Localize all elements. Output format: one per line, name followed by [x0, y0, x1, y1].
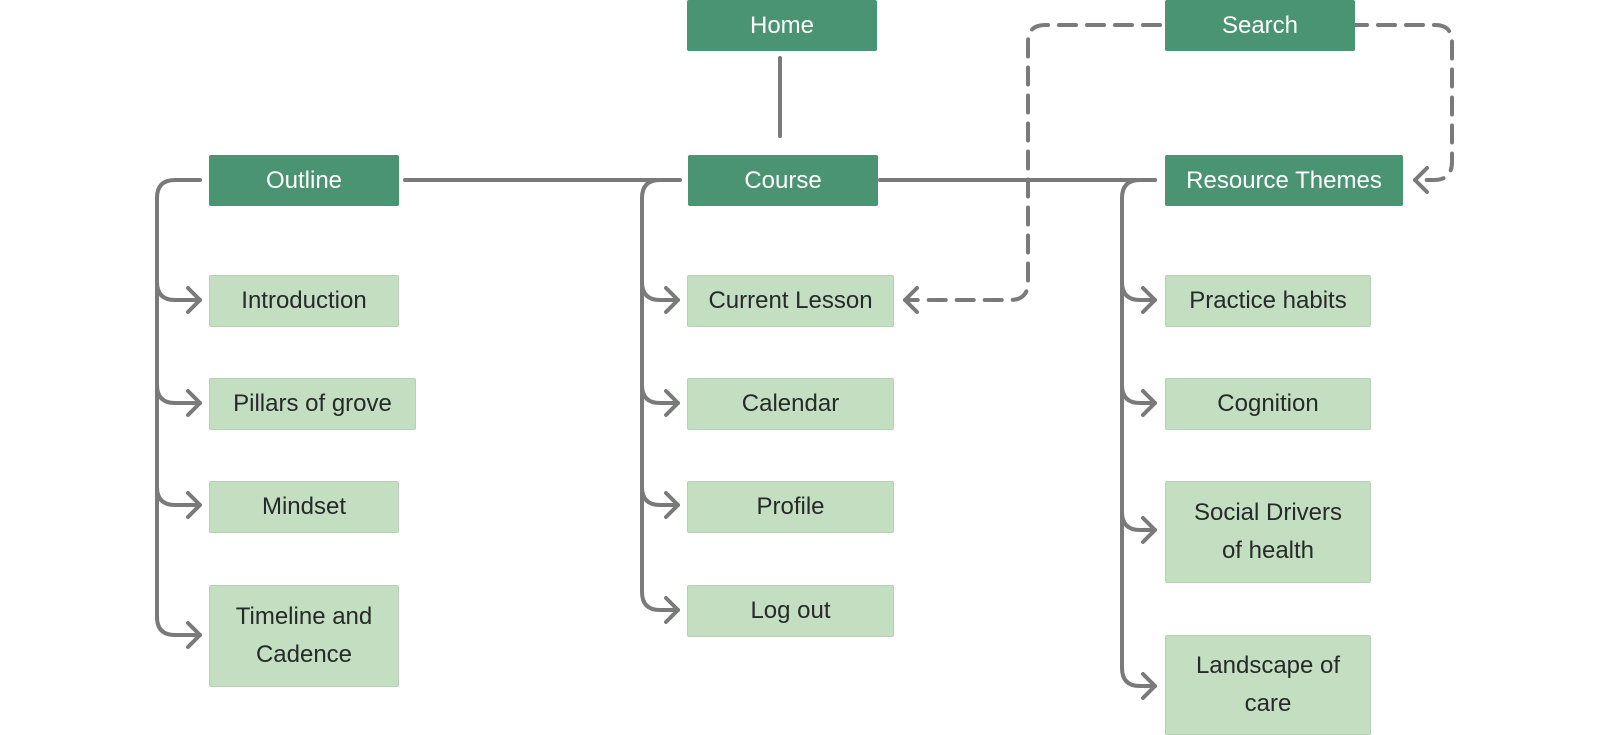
outline-item-mindset[interactable]: Mindset: [209, 481, 399, 533]
resource-item-practice-habits[interactable]: Practice habits: [1165, 275, 1371, 327]
outline-item-pillars-of-grove[interactable]: Pillars of grove: [209, 378, 416, 430]
resource-arrow-3: [1120, 510, 1157, 532]
resource-branch-line: [1120, 178, 1157, 688]
course-item-current-lesson[interactable]: Current Lesson: [687, 275, 894, 327]
resource-arrow-2: [1120, 383, 1157, 405]
course-arrow-2: [640, 383, 680, 405]
course-arrow-1: [640, 280, 680, 302]
course-node[interactable]: Course: [688, 155, 878, 206]
home-node[interactable]: Home: [687, 0, 877, 51]
resource-item-social-drivers-of-health[interactable]: Social Drivers of health: [1165, 481, 1371, 583]
outline-arrow-3: [155, 485, 202, 507]
course-item-calendar[interactable]: Calendar: [687, 378, 894, 430]
resource-arrow-1: [1120, 280, 1157, 302]
outline-branch-line: [155, 178, 202, 637]
resource-themes-node[interactable]: Resource Themes: [1165, 155, 1403, 206]
course-arrow-3: [640, 485, 680, 507]
outline-arrow-1: [155, 280, 202, 302]
outline-item-introduction[interactable]: Introduction: [209, 275, 399, 327]
outline-node[interactable]: Outline: [209, 155, 399, 206]
search-node[interactable]: Search: [1165, 0, 1355, 51]
search-resource-connector: [1348, 23, 1454, 182]
resource-item-landscape-of-care[interactable]: Landscape of care: [1165, 635, 1371, 735]
course-item-log-out[interactable]: Log out: [687, 585, 894, 637]
outline-arrow-2: [155, 383, 202, 405]
course-item-profile[interactable]: Profile: [687, 481, 894, 533]
search-current-lesson-connector: [903, 23, 1162, 302]
resource-item-cognition[interactable]: Cognition: [1165, 378, 1371, 430]
outline-item-timeline-and-cadence[interactable]: Timeline and Cadence: [209, 585, 399, 687]
